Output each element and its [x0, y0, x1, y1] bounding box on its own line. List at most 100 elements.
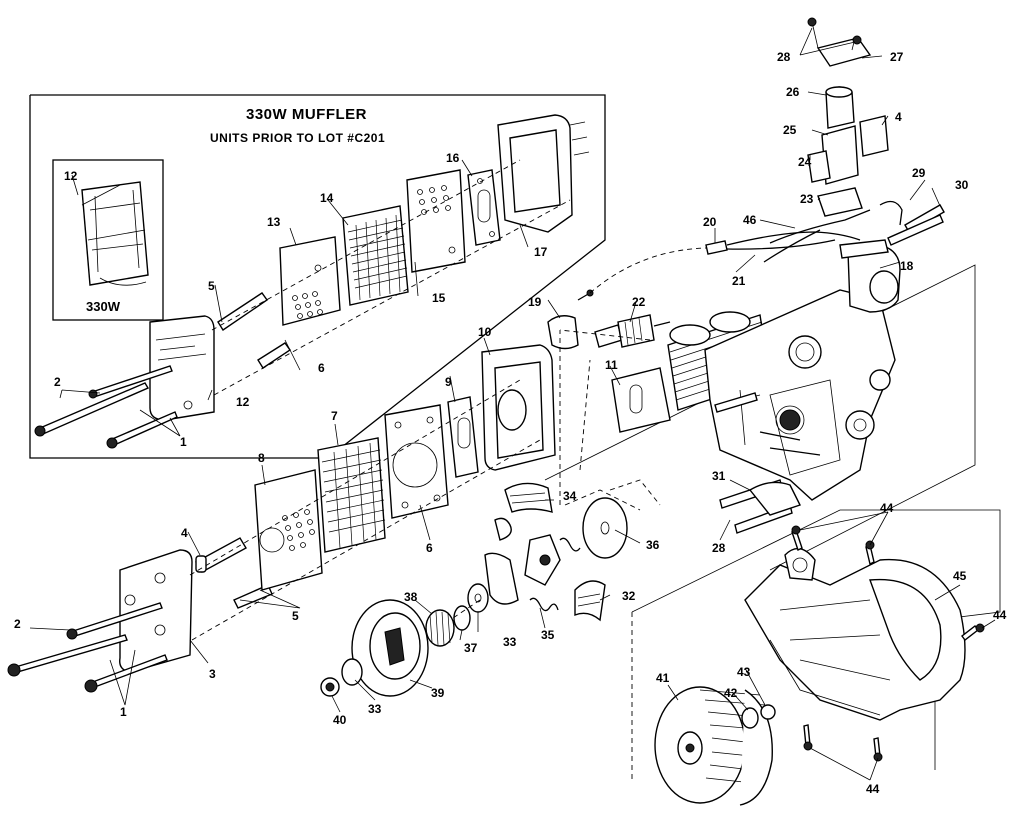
leader-lines	[29, 27, 996, 781]
inset-alignment-lines	[211, 159, 571, 396]
callout-7: 7	[331, 409, 338, 423]
muffler-grill-plate	[254, 469, 323, 591]
inset-gasket	[467, 169, 501, 246]
flywheel-nut	[760, 704, 776, 720]
lower-muffler-assembly	[7, 344, 556, 693]
muffler-alignment-lines	[189, 379, 541, 641]
callout-6-lower: 6	[426, 541, 433, 555]
muffler-gasket	[384, 404, 449, 519]
inset-muffler-housing	[497, 114, 590, 233]
impulse-gasket	[611, 367, 671, 433]
flywheel	[654, 686, 773, 806]
callout-45: 45	[953, 569, 967, 583]
mount-studs	[719, 479, 801, 534]
sprocket	[425, 609, 455, 647]
callout-4-intake: 4	[895, 110, 902, 124]
callout-2-lower: 2	[14, 617, 21, 631]
muffler-thumbnail	[81, 181, 149, 286]
callout-44-bottom: 44	[866, 782, 880, 796]
callout-42: 42	[724, 686, 738, 700]
callout-11: 11	[605, 358, 618, 372]
ignition-wires	[589, 200, 945, 294]
callout-28-intake: 28	[777, 50, 791, 64]
callout-46: 46	[743, 213, 757, 227]
callout-33-upper: 33	[503, 635, 517, 649]
callout-16: 16	[446, 151, 460, 165]
callout-44-top: 44	[880, 501, 894, 515]
callout-24: 24	[798, 155, 812, 169]
needle-bearing	[453, 605, 471, 631]
callout-32: 32	[622, 589, 636, 603]
callout-17: 17	[534, 245, 548, 259]
clutch-spring-3	[529, 597, 559, 612]
callout-4-lower: 4	[181, 526, 188, 540]
clutch-drum	[351, 599, 429, 697]
callout-30: 30	[955, 178, 969, 192]
callout-28-studs: 28	[712, 541, 726, 555]
engine-assembly	[544, 17, 976, 571]
clutch-shoe	[504, 482, 553, 513]
housing-screws	[791, 525, 985, 762]
callout-43: 43	[737, 665, 751, 679]
fan-assembly	[631, 509, 1001, 806]
inset-title: 330W MUFFLER	[246, 106, 367, 123]
ignition-coil	[839, 239, 901, 313]
clutch-alignment-lines	[449, 489, 641, 621]
inset-subtitle: UNITS PRIOR TO LOT #C201	[210, 131, 385, 145]
clutch-shoe-left	[484, 552, 519, 605]
clutch-plate	[582, 497, 628, 559]
inset-330w-muffler: 330W MUFFLER UNITS PRIOR TO LOT #C201 33…	[29, 94, 606, 459]
callout-13: 13	[267, 215, 281, 229]
callout-labels: 1 1 2 2 3 4 4 5 5 6 6 7 8 9 10 11 12 12 …	[14, 50, 1007, 796]
clutch-spring	[494, 517, 512, 541]
callout-25: 25	[783, 123, 797, 137]
engine-alignment-lines	[559, 329, 661, 506]
callout-1-inset: 1	[180, 435, 187, 449]
callout-37: 37	[464, 641, 478, 655]
washer-2	[341, 658, 363, 686]
callout-12-thumbnail: 12	[64, 169, 78, 183]
callout-3: 3	[209, 667, 216, 681]
callout-27: 27	[890, 50, 904, 64]
callout-10: 10	[478, 325, 492, 339]
clutch-assembly	[320, 482, 641, 697]
callout-21: 21	[732, 274, 746, 288]
inset-screen	[342, 205, 409, 306]
inset-small-label: 330W	[86, 299, 121, 314]
muffler-screws	[7, 602, 168, 693]
callout-40: 40	[333, 713, 347, 727]
callout-22: 22	[632, 295, 646, 309]
callout-29: 29	[912, 166, 926, 180]
muffler-cover	[119, 549, 193, 673]
callout-12-inset: 12	[236, 395, 250, 409]
plug-boot	[547, 289, 594, 350]
clutch-spring-2	[559, 537, 581, 552]
adjust-screw	[887, 214, 944, 246]
callout-19: 19	[528, 295, 542, 309]
clutch-shoe-right	[574, 580, 606, 622]
callout-5-lower: 5	[292, 609, 299, 623]
callout-2-inset: 2	[54, 375, 61, 389]
callout-41: 41	[656, 671, 670, 685]
crankshaft	[714, 392, 758, 413]
intake-assembly	[807, 17, 889, 217]
inset-baffle	[406, 169, 466, 273]
callout-8: 8	[258, 451, 265, 465]
callout-31: 31	[712, 469, 726, 483]
inset-muffler-cover	[149, 315, 215, 421]
inset-grill-plate	[279, 236, 341, 326]
nut	[320, 677, 340, 697]
callout-36: 36	[646, 538, 660, 552]
inset-screws	[34, 365, 178, 449]
callout-5-inset: 5	[208, 279, 215, 293]
callout-9: 9	[445, 375, 452, 389]
callout-33-lower: 33	[368, 702, 382, 716]
callout-34: 34	[563, 489, 577, 503]
muffler-screen	[317, 437, 386, 553]
callout-20: 20	[703, 215, 717, 229]
clutch-hub	[524, 534, 561, 586]
callout-38: 38	[404, 590, 418, 604]
callout-35: 35	[541, 628, 555, 642]
callout-6-inset: 6	[318, 361, 325, 375]
callout-44-right: 44	[993, 608, 1007, 622]
